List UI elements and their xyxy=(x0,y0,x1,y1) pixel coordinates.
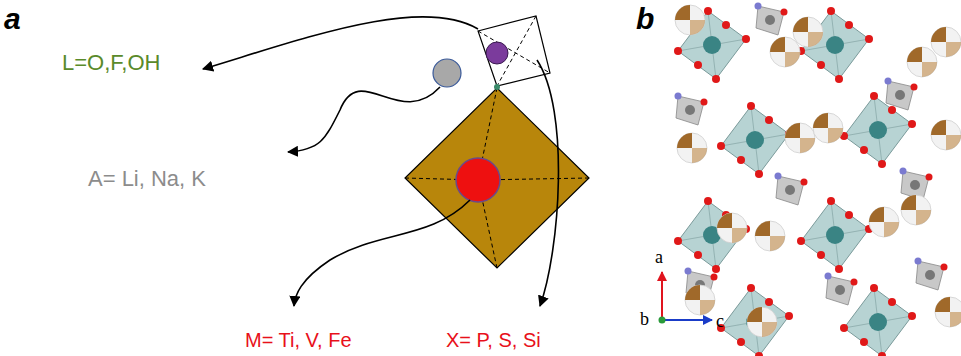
axis-label: b xyxy=(640,310,649,328)
alkali-sphere xyxy=(935,297,961,327)
alkali-sphere xyxy=(675,5,705,35)
anion-label: X= P, S, Si xyxy=(446,330,541,350)
octahedron xyxy=(674,197,750,273)
leader-arrows xyxy=(203,17,558,306)
alkali-sphere xyxy=(755,221,785,251)
axis-label: a xyxy=(655,248,663,266)
alkali-label: A= Li, Na, K xyxy=(88,168,206,190)
alkali-sphere xyxy=(785,123,815,153)
tetrahedron xyxy=(478,16,550,86)
octahedron xyxy=(405,88,589,268)
alkali-sphere xyxy=(793,17,823,47)
axes xyxy=(659,272,713,324)
octahedron xyxy=(797,197,873,273)
alkali-sphere xyxy=(813,113,843,143)
alkali-sphere xyxy=(747,307,777,337)
alkali-sphere xyxy=(677,133,707,163)
tetrahedron xyxy=(825,273,858,306)
ligand-dot xyxy=(494,84,500,90)
tetrahedron xyxy=(915,258,948,291)
ligand-label: L=O,F,OH xyxy=(62,52,160,74)
alkali-sphere xyxy=(717,213,747,243)
alkali-sphere xyxy=(901,195,931,225)
panel-label: b xyxy=(636,4,654,34)
alkali-sphere xyxy=(931,27,961,57)
metal-label: M= Ti, V, Fe xyxy=(245,330,352,350)
tetrahedron xyxy=(755,3,788,36)
octahedron xyxy=(717,284,793,356)
octahedron xyxy=(840,284,916,356)
alkali-ion xyxy=(433,59,461,87)
panel-label: a xyxy=(4,4,21,34)
alkali-sphere xyxy=(869,207,899,237)
alkali-sphere xyxy=(685,285,715,315)
crystal-structure xyxy=(674,3,961,356)
alkali-sphere xyxy=(931,120,961,150)
alkali-sphere xyxy=(770,37,800,67)
octahedron xyxy=(717,102,793,178)
tetrahedron xyxy=(675,93,708,126)
tetrahedron xyxy=(775,173,808,206)
tetrahedron xyxy=(885,78,918,111)
alkali-sphere xyxy=(907,47,937,77)
axis-label: c xyxy=(716,312,724,330)
